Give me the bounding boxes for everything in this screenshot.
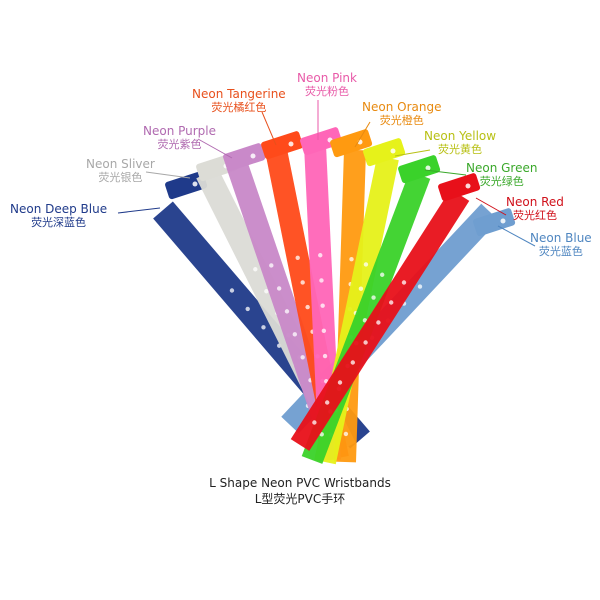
wristband-neon-red xyxy=(290,173,481,451)
label-neon-purple-zh: 荧光紫色 xyxy=(157,137,202,151)
label-neon-pink-zh: 荧光粉色 xyxy=(304,84,349,98)
leader-line-neon-yellow xyxy=(394,149,431,157)
wristband-hole xyxy=(269,263,274,268)
label-neon-tangerine: Neon Tangerine 荧光橘红色 xyxy=(192,87,286,114)
label-neon-pink: Neon Pink 荧光粉色 xyxy=(297,71,357,98)
wristband-hole xyxy=(322,353,328,359)
label-neon-green-en: Neon Green xyxy=(466,161,538,175)
wristband-snap xyxy=(465,183,471,189)
label-neon-yellow: Neon Yellow 荧光黄色 xyxy=(424,129,497,156)
wristband-hole xyxy=(292,332,298,337)
wristband-cap xyxy=(473,208,516,237)
label-neon-deep-blue-en: Neon Deep Blue xyxy=(10,202,108,216)
wristband-hole xyxy=(401,280,407,285)
wristband-hole xyxy=(318,253,323,258)
wristband-hole xyxy=(380,272,385,277)
wristband-snap xyxy=(500,218,506,224)
label-neon-red: Neon Red 荧光红色 xyxy=(506,195,564,222)
wristband-hole xyxy=(276,286,282,291)
wristband-hole xyxy=(363,340,368,345)
wristband-hole xyxy=(363,262,369,267)
wristband-cap xyxy=(363,138,406,167)
wristband-hole xyxy=(376,320,381,325)
label-neon-yellow-zh: 荧光黄色 xyxy=(438,142,483,156)
label-neon-sliver: Neon Sliver 荧光银色 xyxy=(86,157,155,184)
leader-line-neon-green xyxy=(424,169,467,176)
wristband-hole xyxy=(350,360,355,365)
wristband-hole xyxy=(305,304,310,310)
leader-line-neon-tangerine xyxy=(261,111,277,146)
leader-line-neon-orange xyxy=(354,121,371,148)
leader-line-neon-deep-blue xyxy=(117,207,161,214)
label-neon-purple: Neon Purple 荧光紫色 xyxy=(143,124,217,151)
label-neon-green: Neon Green 荧光绿色 xyxy=(466,161,538,188)
wristband-hole xyxy=(389,300,394,305)
wristband-hole xyxy=(295,255,300,260)
wristband-hole xyxy=(417,284,423,289)
wristband-hole xyxy=(325,400,330,405)
label-neon-orange-zh: 荧光橙色 xyxy=(379,113,424,127)
wristband-hole xyxy=(264,289,269,294)
label-neon-deep-blue: Neon Deep Blue 荧光深蓝色 xyxy=(10,202,108,229)
wristband-hole xyxy=(261,325,266,330)
label-neon-tangerine-zh: 荧光橘红色 xyxy=(211,100,267,114)
wristband-hole xyxy=(320,303,325,308)
label-neon-green-zh: 荧光绿色 xyxy=(479,174,524,188)
wristband-hole xyxy=(319,432,324,437)
wristband-hole xyxy=(300,280,305,285)
leader-line-neon-purple xyxy=(197,138,233,159)
wristband-hole xyxy=(321,328,327,334)
label-neon-orange-en: Neon Orange xyxy=(362,100,442,114)
wristband-hole xyxy=(343,431,349,437)
wristband-hole xyxy=(245,306,250,312)
wristband-hole xyxy=(337,380,343,385)
wristband-hole xyxy=(253,267,258,272)
wristband-hole xyxy=(349,257,354,262)
wristband-hole xyxy=(358,286,364,291)
label-neon-blue-zh: 荧光蓝色 xyxy=(538,244,583,258)
wristband-cap xyxy=(300,127,343,156)
label-neon-orange: Neon Orange 荧光橙色 xyxy=(362,100,442,127)
label-neon-sliver-zh: 荧光银色 xyxy=(98,170,143,184)
wristband-hole xyxy=(300,355,305,360)
caption-title-en: L Shape Neon PVC Wristbands xyxy=(209,476,391,490)
wristband-cap xyxy=(398,155,441,184)
wristband-cap xyxy=(223,143,266,172)
wristband-snap xyxy=(390,148,396,154)
label-neon-red-zh: 荧光红色 xyxy=(512,208,557,222)
label-neon-yellow-en: Neon Yellow xyxy=(424,129,497,143)
wristband-hole xyxy=(371,295,376,300)
wristband-hole xyxy=(284,309,290,314)
label-neon-sliver-en: Neon Sliver xyxy=(86,157,155,171)
label-neon-pink-en: Neon Pink xyxy=(297,71,357,85)
wristband-snap xyxy=(250,153,256,159)
wristband-cap xyxy=(165,171,208,200)
wristband-hole xyxy=(312,420,317,425)
label-neon-purple-en: Neon Purple xyxy=(143,124,217,138)
wristband-cap xyxy=(438,173,481,202)
wristband-snap xyxy=(192,181,198,187)
wristband-snap xyxy=(288,141,294,147)
wristband-hole xyxy=(319,278,324,283)
label-neon-deep-blue-zh: 荧光深蓝色 xyxy=(31,215,87,229)
label-neon-tangerine-en: Neon Tangerine xyxy=(192,87,286,101)
leader-line-neon-blue xyxy=(497,225,536,247)
caption: L Shape Neon PVC Wristbands L型荧光PVC手环 xyxy=(0,476,600,507)
label-neon-red-en: Neon Red xyxy=(506,195,564,209)
leader-line-neon-red xyxy=(475,197,507,216)
label-neon-blue: Neon Blue 荧光蓝色 xyxy=(530,231,592,258)
caption-title-zh: L型荧光PVC手环 xyxy=(254,491,346,506)
leader-line-neon-sliver xyxy=(145,171,191,179)
wristband-snap xyxy=(425,165,431,171)
wristband-hole xyxy=(229,288,235,293)
wristband-cap xyxy=(261,131,304,160)
label-neon-blue-en: Neon Blue xyxy=(530,231,592,245)
